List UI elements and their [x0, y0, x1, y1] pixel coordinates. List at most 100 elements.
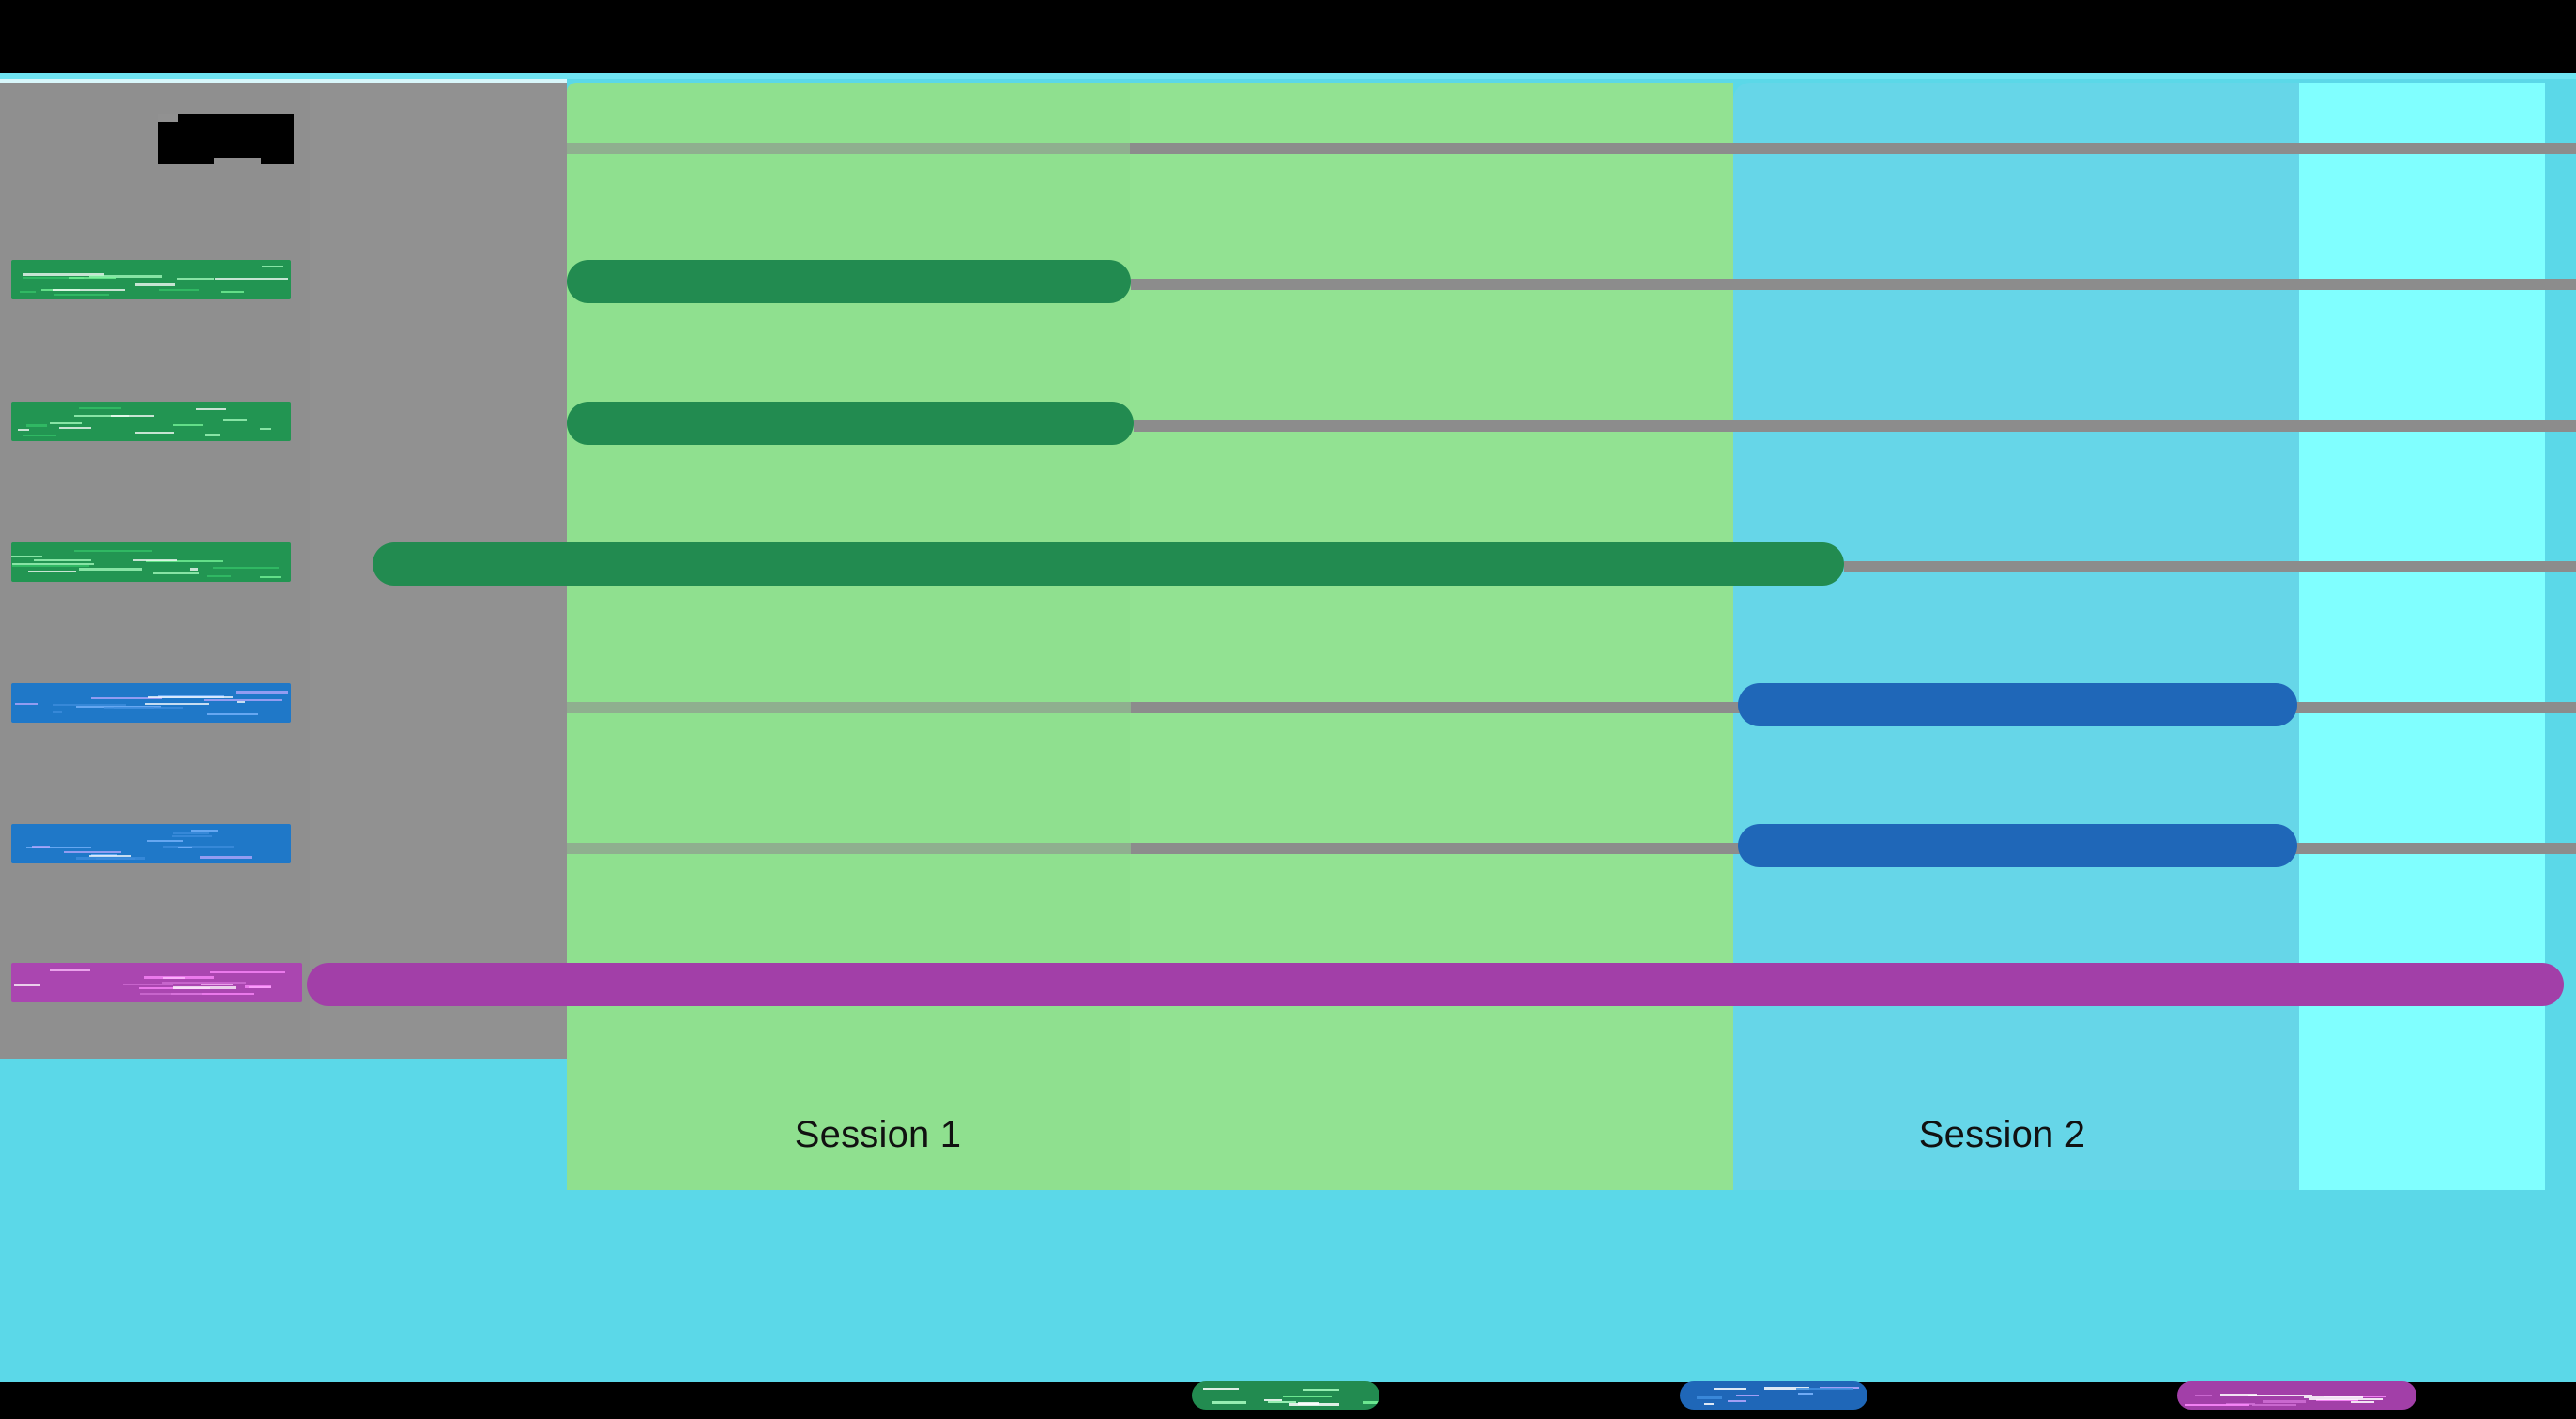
row-label-2 — [11, 542, 291, 582]
row-label-1 — [11, 402, 291, 441]
bar-row-4[interactable] — [1738, 824, 2297, 867]
redaction-streak — [1212, 1401, 1245, 1404]
redaction-streak — [140, 993, 201, 995]
redaction-streak — [145, 703, 209, 705]
redaction-streak — [162, 982, 246, 984]
redaction-streak — [1714, 1388, 1745, 1390]
bar-row-3[interactable] — [1738, 683, 2297, 726]
title-notch-left — [158, 114, 178, 122]
redaction-streak — [54, 294, 110, 296]
redaction-streak — [1704, 1403, 1714, 1405]
top-black-margin — [0, 0, 2576, 73]
row-label-3 — [11, 683, 291, 723]
redaction-streak — [1264, 1399, 1282, 1401]
redaction-streak — [20, 291, 36, 293]
gridline-top-dim — [567, 143, 1130, 154]
redaction-streak — [2304, 1396, 2363, 1398]
redaction-streak — [221, 291, 244, 293]
legend-swatch-blue[interactable] — [1680, 1381, 1867, 1410]
redaction-streak — [207, 713, 258, 715]
redaction-streak — [26, 424, 47, 427]
redaction-streak — [215, 278, 288, 280]
redaction-streak — [53, 289, 125, 291]
gridline-row-1 — [1134, 420, 2576, 432]
redaction-streak — [1289, 1403, 1340, 1406]
session-2-label: Session 2 — [1719, 1114, 2285, 1156]
redaction-streak — [79, 407, 121, 409]
figure-title-redacted — [158, 114, 294, 164]
redaction-streak — [76, 857, 145, 860]
redaction-streak — [223, 419, 247, 421]
redaction-streak — [2252, 1404, 2296, 1406]
redaction-streak — [18, 429, 30, 431]
redaction-streak — [210, 971, 284, 973]
redaction-streak — [111, 415, 154, 417]
redaction-streak — [53, 711, 62, 713]
redaction-streak — [104, 707, 154, 709]
bar-row-2[interactable] — [373, 542, 1844, 586]
redaction-streak — [28, 571, 76, 572]
redaction-streak — [74, 550, 152, 552]
redaction-streak — [53, 704, 126, 706]
redaction-streak — [177, 278, 214, 280]
redaction-streak — [260, 428, 271, 430]
redaction-streak — [172, 835, 212, 837]
row-label-5 — [11, 963, 302, 1002]
row-label-0 — [11, 260, 291, 299]
redaction-streak — [213, 567, 280, 569]
gridline-row-2 — [1844, 561, 2576, 572]
redaction-streak — [204, 699, 282, 701]
redaction-streak — [178, 847, 192, 848]
redaction-streak — [1736, 1395, 1759, 1396]
redaction-streak — [262, 266, 283, 267]
redaction-streak — [123, 984, 173, 985]
redaction-streak — [32, 846, 51, 848]
bar-row-0[interactable] — [567, 260, 1131, 303]
redaction-streak — [153, 572, 199, 574]
redaction-streak — [159, 289, 199, 291]
redaction-streak — [148, 696, 233, 698]
redaction-streak — [207, 575, 231, 577]
redaction-streak — [1363, 1401, 1379, 1404]
redaction-streak — [23, 435, 57, 436]
bar-row-5[interactable] — [307, 963, 2564, 1006]
redaction-streak — [1798, 1393, 1813, 1395]
redaction-streak — [1796, 1388, 1853, 1390]
redaction-streak — [196, 408, 226, 410]
legend-swatch-green[interactable] — [1192, 1381, 1379, 1410]
redaction-streak — [1303, 1389, 1339, 1391]
session-band-2: Session 2 — [1733, 83, 2299, 1190]
title-notch-bottom — [214, 158, 261, 164]
row-label-4 — [11, 824, 291, 863]
redaction-streak — [260, 576, 281, 578]
redaction-streak — [200, 856, 252, 859]
redaction-streak — [2220, 1394, 2257, 1396]
session-band-1: Session 1 — [567, 83, 1733, 1190]
redaction-streak — [64, 851, 121, 853]
redaction-streak — [163, 977, 186, 979]
redaction-streak — [173, 832, 210, 834]
gridline-row-4-dim — [567, 843, 1131, 854]
redaction-streak — [2195, 1395, 2212, 1396]
session-1-label: Session 1 — [295, 1114, 1461, 1156]
redaction-streak — [173, 986, 236, 989]
redaction-streak — [1697, 1396, 1722, 1399]
redaction-streak — [2248, 1395, 2312, 1396]
redaction-streak — [15, 703, 38, 705]
redaction-streak — [135, 283, 175, 286]
legend-swatch-magenta[interactable] — [2177, 1381, 2416, 1410]
redaction-streak — [79, 568, 142, 571]
redaction-streak — [2263, 1400, 2306, 1403]
redaction-streak — [2185, 1404, 2250, 1406]
redaction-streak — [50, 969, 90, 971]
redaction-streak — [1283, 1396, 1332, 1397]
redaction-streak — [34, 559, 90, 561]
redaction-streak — [11, 556, 42, 557]
redaction-streak — [1728, 1400, 1745, 1402]
bar-row-1[interactable] — [567, 402, 1134, 445]
gridline-row-3-dim — [567, 702, 1131, 713]
redaction-streak — [135, 432, 174, 434]
session-band-3 — [2299, 83, 2545, 1190]
redaction-streak — [12, 565, 89, 567]
